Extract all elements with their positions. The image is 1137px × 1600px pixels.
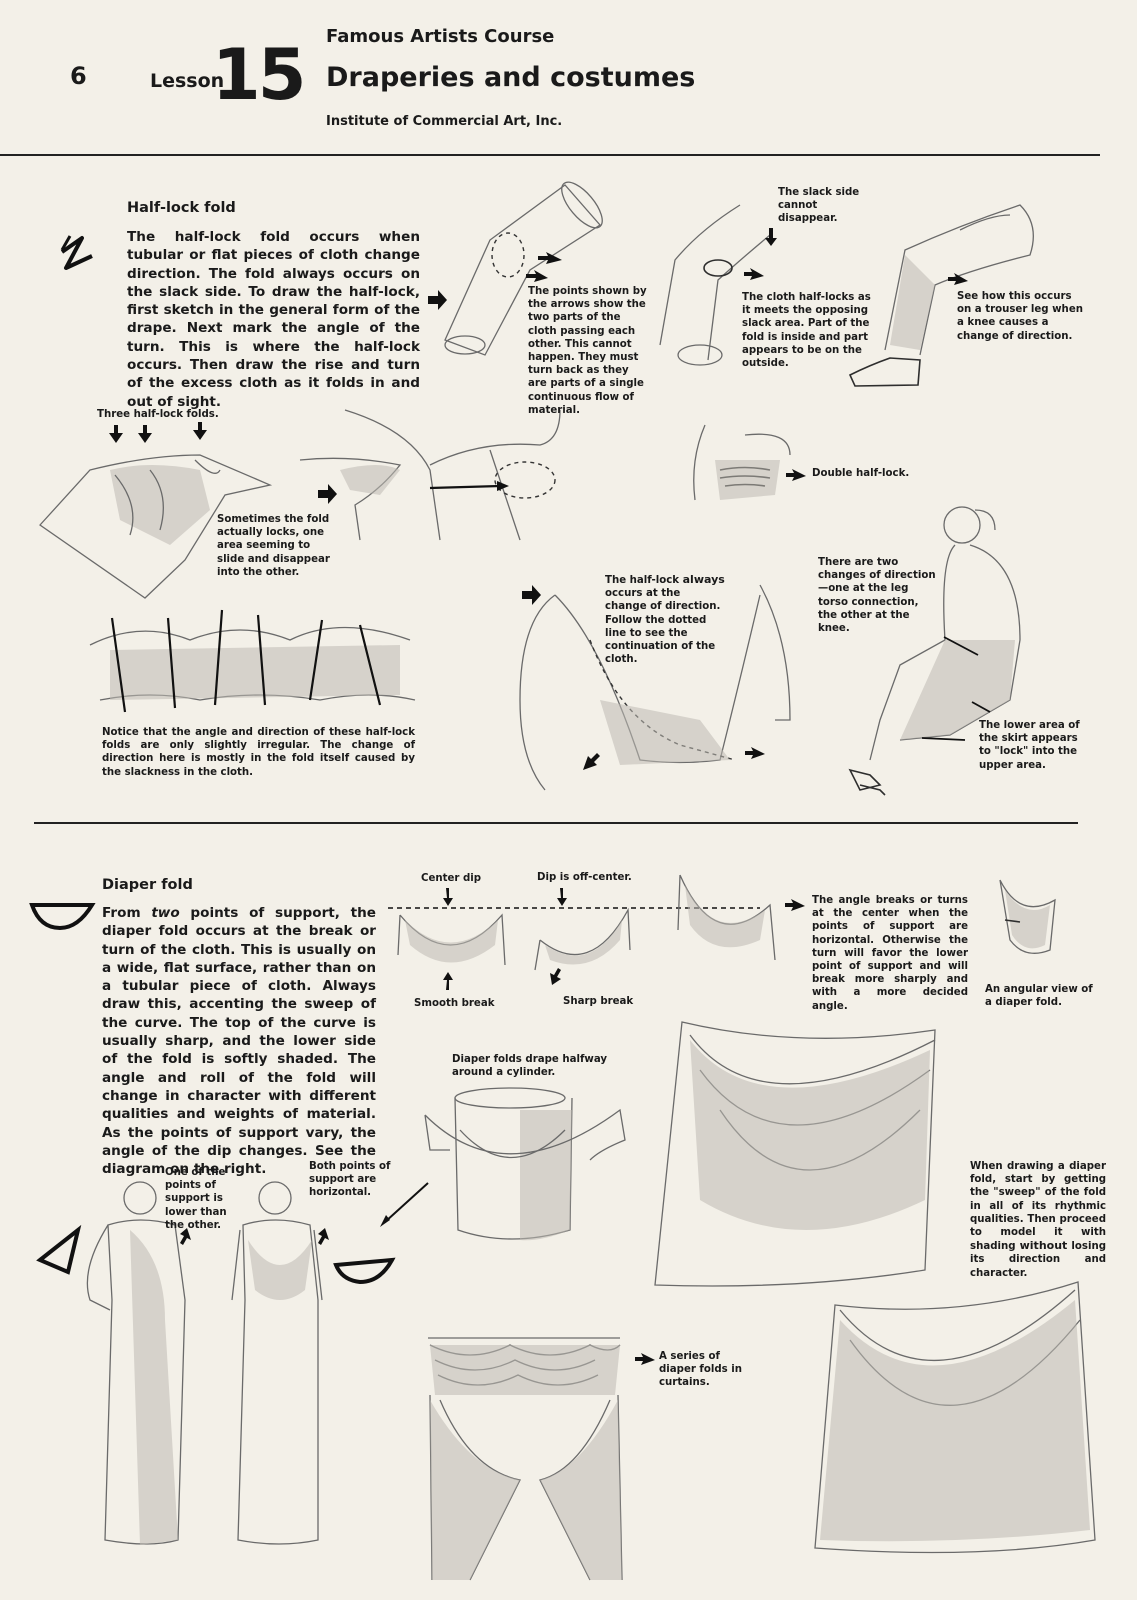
caption-when-drawing-bold: without bbox=[1020, 1239, 1068, 1252]
triangle-diaper-icon bbox=[40, 1230, 78, 1272]
caption-points-shown: The points shown by the arrows show the … bbox=[528, 285, 650, 417]
caption-sometimes-locks: Sometimes the fold actually locks, one a… bbox=[217, 513, 332, 579]
caption-angular-view: An angular view of a diaper fold. bbox=[985, 983, 1095, 1009]
caption-cylinder: Diaper folds drape halfway around a cyli… bbox=[452, 1053, 612, 1079]
diaper-body-post: points of support, the diaper fold occur… bbox=[102, 905, 376, 1177]
gathered-fabric-sketch bbox=[90, 610, 415, 712]
caption-two-changes: There are two changes of direction —one … bbox=[818, 556, 940, 635]
angled-diaper-sketch bbox=[678, 875, 805, 960]
caption-double-half-lock: Double half-lock. bbox=[812, 467, 922, 480]
caption-when-drawing: When drawing a diaper fold, start by get… bbox=[970, 1160, 1106, 1280]
caption-slack-side: The slack side cannot disappear. bbox=[778, 186, 878, 226]
caption-always-word: always bbox=[683, 573, 725, 586]
diaper-body: From two points of support, the diaper f… bbox=[102, 904, 376, 1178]
diaper-body-em: two bbox=[151, 905, 179, 921]
gown-figure-two bbox=[232, 1182, 329, 1544]
curtains-sketch bbox=[428, 1338, 655, 1580]
caption-angle-breaks: The angle breaks or turns at the center … bbox=[812, 894, 968, 1013]
caption-sharp-break: Sharp break bbox=[563, 995, 633, 1008]
diaper-body-pre: From bbox=[102, 905, 151, 921]
caption-always-post: occurs at the change of direction. Follo… bbox=[605, 588, 720, 665]
small-diaper-icon bbox=[336, 1260, 392, 1282]
caption-cloth-half-locks: The cloth half-locks as it meets the opp… bbox=[742, 291, 872, 370]
angular-view-sketch bbox=[1000, 880, 1055, 953]
large-drape-top-sketch bbox=[655, 1022, 935, 1286]
half-lock-body: The half-lock fold occurs when tubular o… bbox=[127, 228, 420, 411]
caption-trouser: See how this occurs on a trouser leg whe… bbox=[957, 290, 1087, 343]
caption-smooth-break: Smooth break bbox=[414, 997, 495, 1010]
locking-fold-sketch bbox=[300, 410, 560, 540]
caption-series: A series of diaper folds in curtains. bbox=[659, 1350, 759, 1390]
half-lock-zigzag-icon bbox=[62, 236, 92, 268]
caption-center-dip: Center dip bbox=[421, 872, 481, 885]
caption-always: The half-lock always occurs at the chang… bbox=[605, 573, 725, 666]
diaper-curve-icon bbox=[32, 905, 92, 928]
caption-three-folds: Three half-lock folds. bbox=[97, 408, 227, 421]
double-half-lock-sketch bbox=[694, 425, 806, 500]
cylinder-sketch bbox=[425, 1088, 625, 1240]
half-lock-heading: Half-lock fold bbox=[127, 200, 236, 216]
caption-notice: Notice that the angle and direction of t… bbox=[102, 726, 415, 779]
caption-always-pre: The half-lock bbox=[605, 575, 683, 586]
caption-one-lower: One of the points of support is lower th… bbox=[165, 1166, 245, 1232]
caption-off-center: Dip is off-center. bbox=[537, 871, 632, 884]
gown-figure-one bbox=[87, 1182, 191, 1545]
caption-lower-area: The lower area of the skirt appears to "… bbox=[979, 719, 1083, 772]
diaper-heading: Diaper fold bbox=[102, 877, 193, 893]
caption-both-horizontal: Both points of support are horizontal. bbox=[309, 1160, 391, 1200]
off-center-dip-sketch bbox=[535, 888, 630, 985]
large-drape-bottom-sketch bbox=[815, 1282, 1095, 1553]
